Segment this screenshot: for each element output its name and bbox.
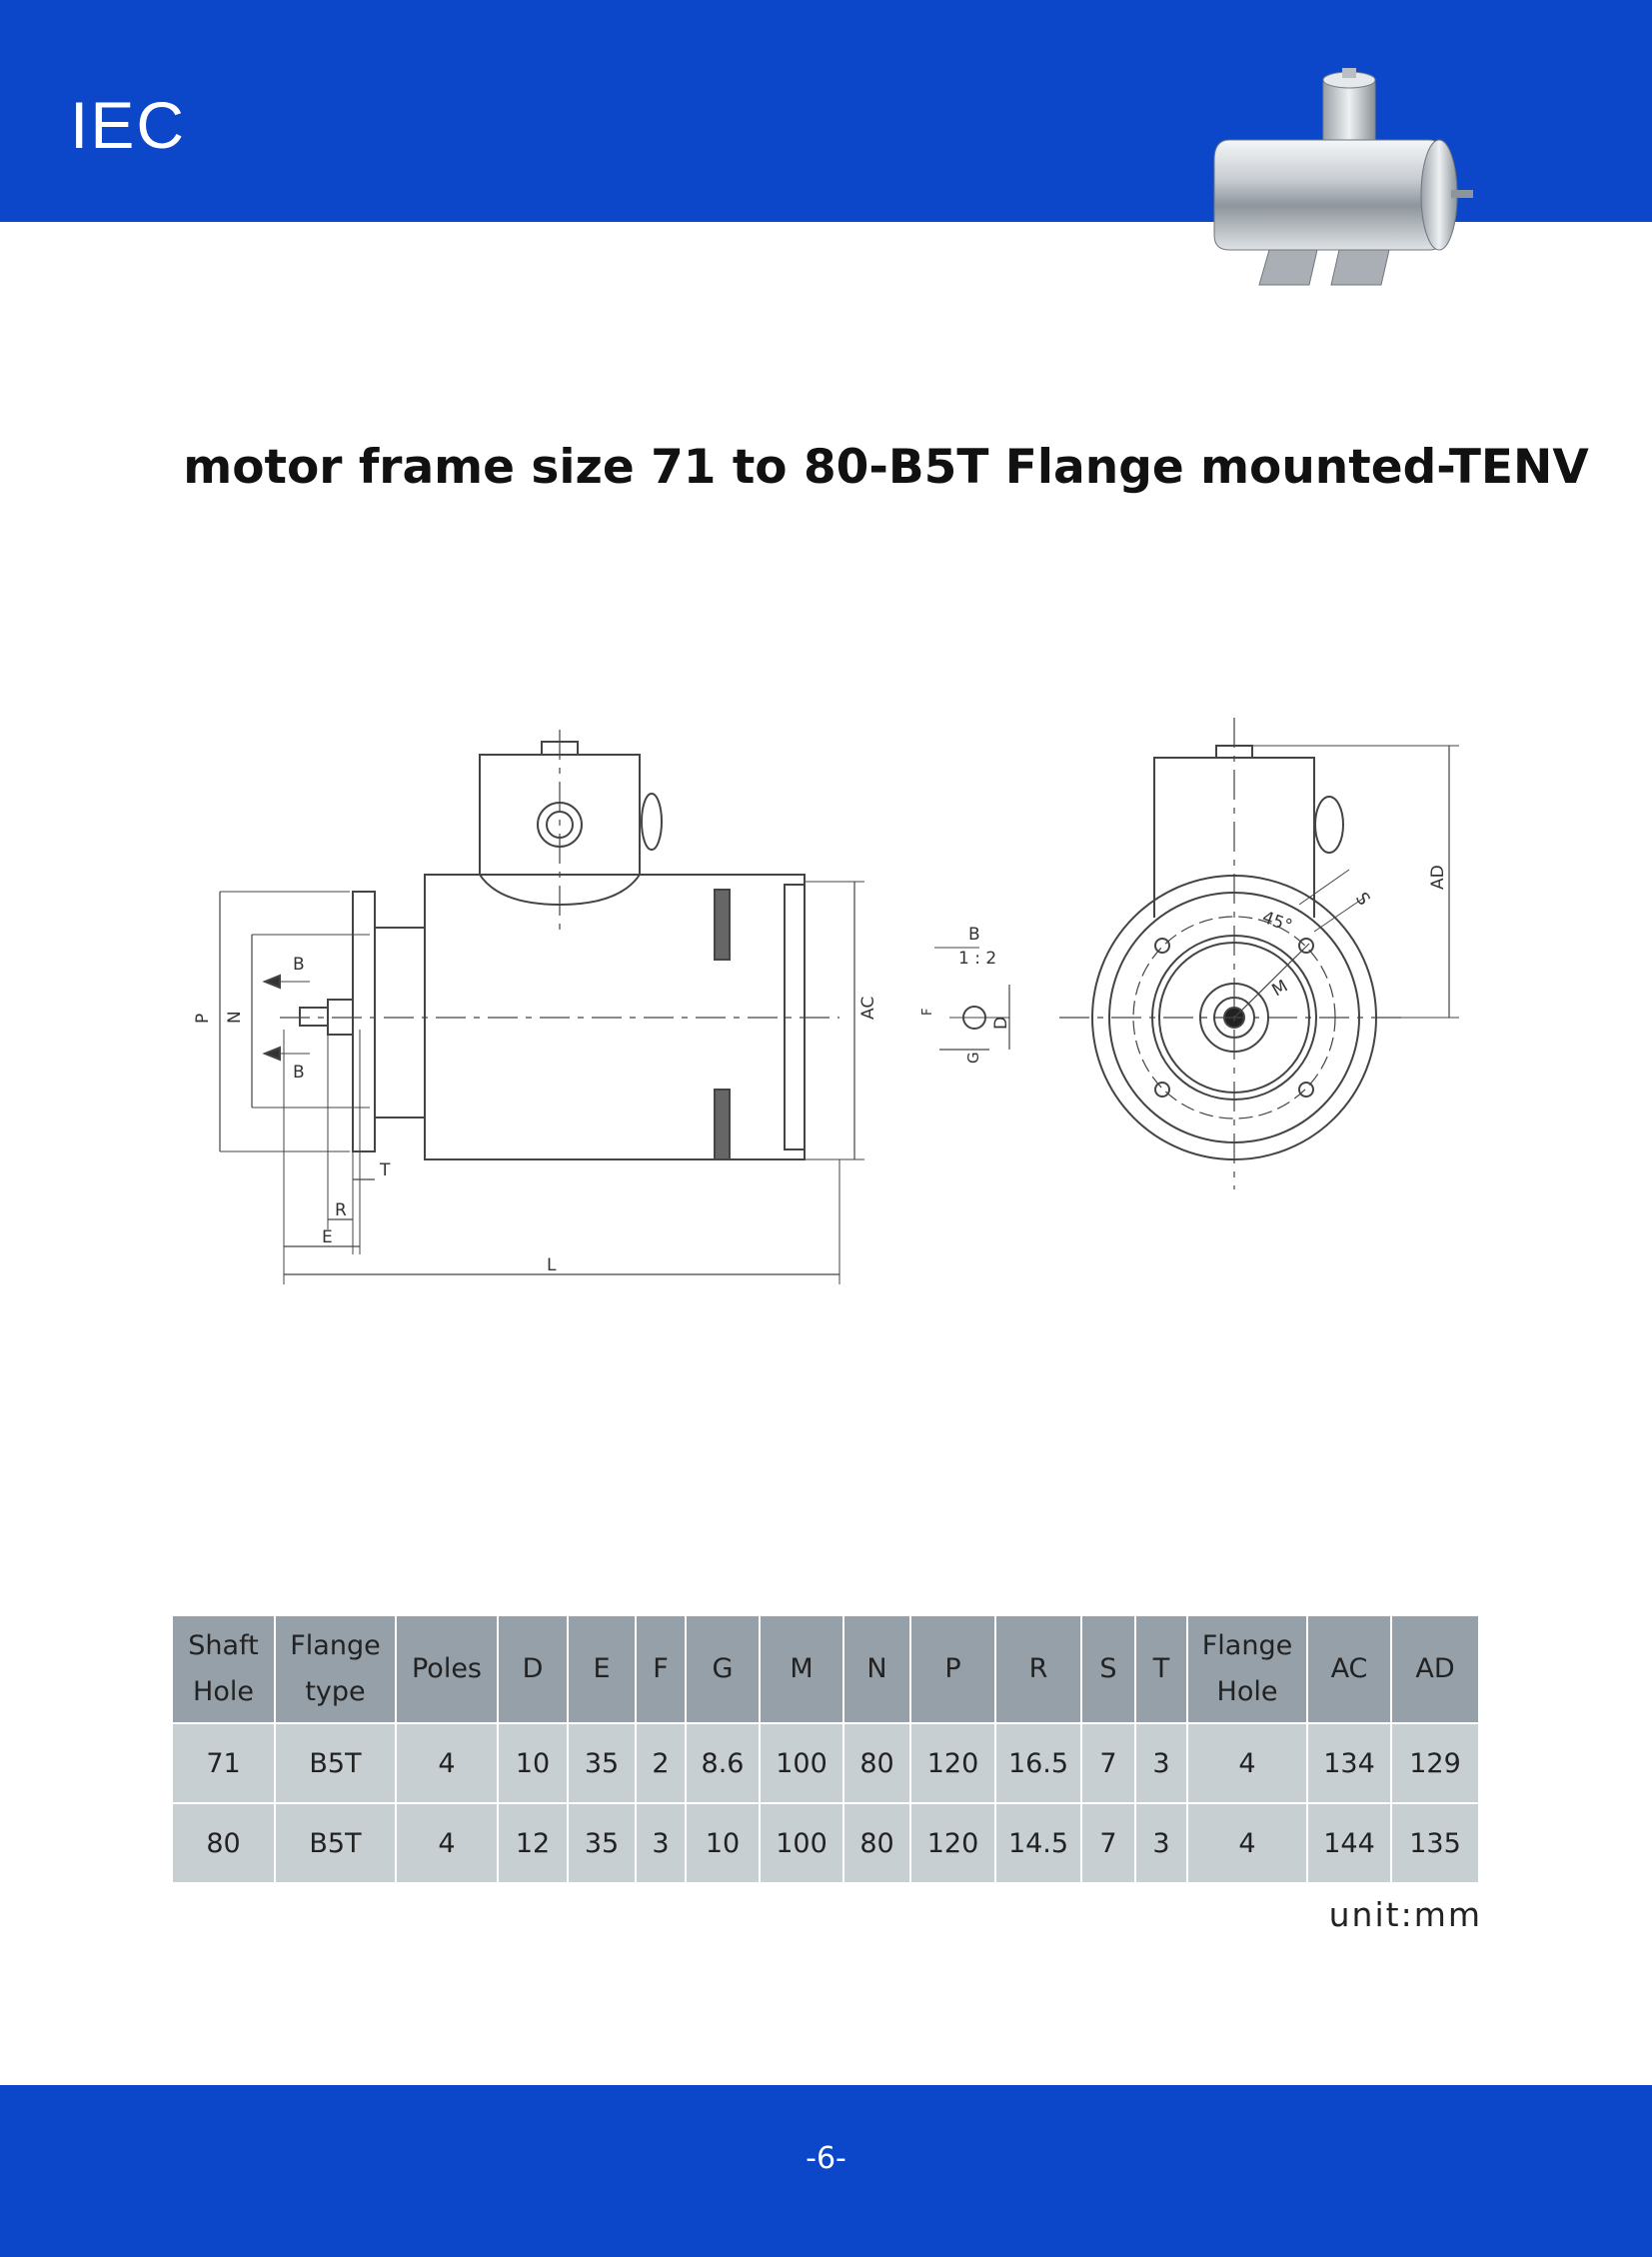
column-header: AD: [1391, 1616, 1480, 1724]
label-L: L: [547, 1255, 557, 1275]
motor-photo: [1213, 68, 1473, 286]
column-header: S: [1081, 1616, 1136, 1724]
column-header: E: [568, 1616, 637, 1724]
table-cell: 3: [1135, 1803, 1188, 1884]
column-header: T: [1135, 1616, 1188, 1724]
table-cell: 100: [760, 1723, 844, 1804]
label-P: P: [193, 1014, 213, 1024]
table-cell: 80: [843, 1803, 911, 1884]
label-scale: 1 : 2: [958, 949, 996, 969]
dimension-drawing: B B N P T R E L AC AD M S 45° B 1 : 2 F …: [193, 718, 1459, 1284]
label-AD: AD: [1428, 865, 1448, 890]
table-cell: 100: [760, 1803, 844, 1884]
column-header: R: [995, 1616, 1082, 1724]
label-B-top: B: [293, 955, 305, 975]
label-B-bottom: B: [293, 1063, 305, 1083]
label-R: R: [335, 1200, 347, 1220]
table-cell: 35: [568, 1803, 637, 1884]
label-T: T: [379, 1160, 391, 1180]
table-cell: 4: [1187, 1803, 1308, 1884]
label-F: F: [920, 1009, 935, 1016]
table-cell: 12: [498, 1803, 569, 1884]
table-cell: 120: [910, 1803, 996, 1884]
column-header: G: [686, 1616, 761, 1724]
flange-side: [352, 891, 376, 1152]
label-AC: AC: [858, 997, 878, 1020]
table-cell: 14.5: [995, 1803, 1082, 1884]
table-cell: 2: [636, 1723, 687, 1804]
label-angle: 45°: [1259, 908, 1294, 937]
column-header: D: [498, 1616, 569, 1724]
label-S: S: [1351, 889, 1374, 909]
terminal-box-side: [479, 754, 641, 907]
table-cell: B5T: [275, 1803, 397, 1884]
table-cell: 134: [1307, 1723, 1392, 1804]
table-cell: 71: [173, 1723, 276, 1804]
table-row: 71 B5T 4 10 35 2 8.6 100 80 120 16.5 7 3…: [173, 1723, 1480, 1804]
unit-note: unit:mm: [1328, 1895, 1482, 1934]
page-title: motor frame size 71 to 80-B5T Flange mou…: [183, 440, 1589, 495]
column-header: F: [636, 1616, 687, 1724]
column-header: M: [760, 1616, 844, 1724]
table-cell: 3: [636, 1803, 687, 1884]
table-cell: 35: [568, 1723, 637, 1804]
label-G: G: [964, 1052, 982, 1064]
table-cell: 80: [843, 1723, 911, 1804]
page-number: -6-: [806, 2141, 846, 2176]
table-cell: 8.6: [686, 1723, 761, 1804]
table-cell: 80: [173, 1803, 276, 1884]
table-cell: 10: [686, 1803, 761, 1884]
column-header: AC: [1307, 1616, 1392, 1724]
label-detail-B: B: [968, 925, 980, 945]
table-cell: 7: [1081, 1803, 1136, 1884]
column-header: P: [910, 1616, 996, 1724]
label-D: D: [991, 1017, 1011, 1030]
table-cell: 4: [396, 1723, 499, 1804]
table-row: 80 B5T 4 12 35 3 10 100 80 120 14.5 7 3 …: [173, 1803, 1480, 1884]
table-cell: 4: [396, 1803, 499, 1884]
table-cell: 129: [1391, 1723, 1480, 1804]
table-cell: 7: [1081, 1723, 1136, 1804]
label-E: E: [322, 1227, 333, 1247]
table-cell: 4: [1187, 1723, 1308, 1804]
table-cell: 120: [910, 1723, 996, 1804]
brand-label: IEC: [70, 88, 187, 162]
footer-band: [0, 2085, 1652, 2257]
table-cell: B5T: [275, 1723, 397, 1804]
table-cell: 135: [1391, 1803, 1480, 1884]
column-header: N: [843, 1616, 911, 1724]
table-cell: 144: [1307, 1803, 1392, 1884]
table-cell: 10: [498, 1723, 569, 1804]
column-header: Poles: [396, 1616, 499, 1724]
label-N: N: [225, 1011, 245, 1024]
table-cell: 16.5: [995, 1723, 1082, 1804]
table-cell: 3: [1135, 1723, 1188, 1804]
